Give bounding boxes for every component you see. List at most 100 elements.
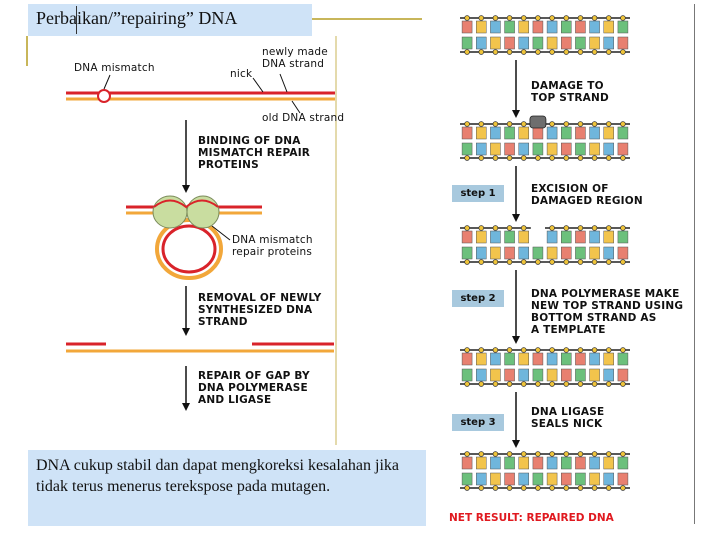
top-base [603,126,614,140]
bottom-backbone-node [464,259,470,265]
net-result-label: NET RESULT: REPAIRED DNA [449,512,614,524]
top-base [603,230,614,244]
bottom-base [575,142,586,156]
top-base [461,456,473,470]
bottom-backbone-node [478,381,485,387]
top-base [603,352,614,366]
bottom-base [575,246,586,260]
top-backbone-node [506,121,513,127]
step-1-text: EXCISION OF DAMAGED REGION [531,183,643,207]
bottom-backbone-node [591,155,598,161]
bottom-backbone-node [506,259,513,265]
bottom-backbone-node [549,381,555,387]
bottom-backbone-node [464,155,470,161]
step-2-badge: step 2 [452,290,504,307]
top-base [617,20,629,34]
bottom-backbone-node [535,381,541,387]
top-backbone-node [520,347,527,353]
top-backbone-node [591,15,598,21]
bottom-base [603,36,614,50]
top-base [461,20,473,34]
top-backbone-node [535,451,541,457]
top-base [490,126,501,140]
bottom-base [504,472,515,486]
top-backbone-node [549,451,555,457]
bottom-base [617,142,629,156]
top-base [546,20,558,34]
bottom-backbone-node [620,259,626,265]
top-base [575,126,586,140]
bottom-backbone-node [605,381,612,387]
bottom-backbone-node [478,155,485,161]
arrow-head [182,403,190,411]
bottom-backbone-node [535,155,541,161]
bottom-base [461,472,473,486]
bottom-base [617,246,629,260]
bottom-base [504,142,515,156]
bottom-backbone-node [520,155,527,161]
top-backbone-node [506,451,513,457]
damage-label: DAMAGE TO TOP STRAND [531,80,609,104]
bottom-base [532,472,544,486]
decorative-horizontal-line [312,18,422,20]
bottom-backbone-node [549,485,555,491]
bottom-backbone-node [506,155,513,161]
bottom-base [617,472,629,486]
bottom-base [546,36,558,50]
bottom-backbone-node [478,485,485,491]
repair-protein-right [186,195,220,229]
step-3-text: DNA LIGASE SEALS NICK [531,406,605,430]
top-base [575,352,586,366]
top-backbone-node [591,121,598,127]
top-backbone-node [577,121,584,127]
bottom-backbone-node [492,155,499,161]
bottom-backbone-node [563,485,569,491]
top-backbone-node [492,15,499,21]
bottom-base [589,142,600,156]
top-base [561,20,572,34]
bottom-base [461,368,473,382]
top-backbone-node [563,451,569,457]
top-backbone-node [563,15,569,21]
bottom-backbone-node [520,259,527,265]
bottom-base [546,368,558,382]
bottom-backbone-node [577,259,584,265]
top-base [603,20,614,34]
top-backbone-node [520,15,527,21]
bottom-base [461,246,473,260]
mismatch-pointer [103,74,111,90]
bottom-backbone-node [605,485,612,491]
top-backbone-node [549,225,555,231]
bottom-base [504,36,515,50]
bottom-backbone-node [620,381,626,387]
arrow-head [182,328,190,336]
top-backbone-node [478,225,485,231]
step-arrow-head [512,110,520,118]
bottom-backbone-node [577,381,584,387]
bottom-backbone-node [577,485,584,491]
bottom-backbone-node [563,381,569,387]
repair-proteins-label: DNA mismatch repair proteins [232,234,313,258]
top-base [546,126,558,140]
top-backbone-node [492,347,499,353]
top-base [476,20,487,34]
bottom-base [490,368,501,382]
top-base [561,230,572,244]
bottom-base [589,246,600,260]
top-backbone-node [520,225,527,231]
bottom-base [575,368,586,382]
binding-step-label: BINDING OF DNA MISMATCH REPAIR PROTEINS [198,135,311,171]
top-base [561,126,572,140]
top-base [546,352,558,366]
bottom-backbone-node [591,485,598,491]
bottom-base [476,472,487,486]
top-base [504,20,515,34]
top-backbone-node [464,121,470,127]
bottom-base [589,36,600,50]
top-backbone-node [605,347,612,353]
step-1-badge: step 1 [452,185,504,202]
bottom-base [518,472,529,486]
bottom-base [603,246,614,260]
top-base [518,352,529,366]
